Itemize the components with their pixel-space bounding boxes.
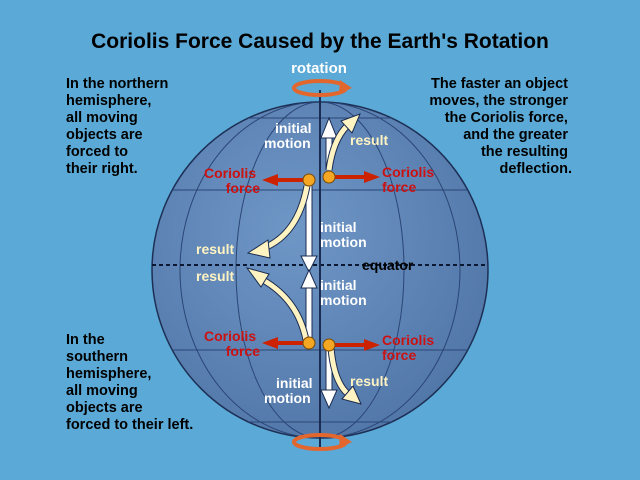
page-title: Coriolis Force Caused by the Earth's Rot… xyxy=(91,30,549,53)
north-left-result-arrow xyxy=(246,185,311,259)
rotation-arrow-bottom-icon xyxy=(292,433,352,451)
south-left-result-arrow xyxy=(245,267,310,341)
equator-label: equator xyxy=(362,257,414,273)
southern-hemisphere-note: In the southern hemisphere, all moving o… xyxy=(66,332,193,433)
south-right-result-label: result xyxy=(350,373,388,389)
south-right-motion-label: initial motion xyxy=(264,375,316,406)
north-right-result-arrow xyxy=(325,113,361,171)
object-dot-south-right xyxy=(322,338,336,352)
rotation-arrow-top-icon xyxy=(292,79,352,97)
north-right-result-label: result xyxy=(350,132,388,148)
object-dot-north-left xyxy=(302,173,316,187)
north-right-motion-label: initial motion xyxy=(264,120,315,151)
rotation-label: rotation xyxy=(291,60,347,77)
south-left-motion-arrow xyxy=(300,268,318,343)
north-left-motion-arrow xyxy=(300,186,318,274)
south-left-result-label: result xyxy=(196,268,234,284)
south-left-coriolis-label: Coriolis force xyxy=(204,328,260,359)
north-left-result-label: result xyxy=(196,241,234,257)
south-right-coriolis-label: Coriolis force xyxy=(382,332,438,363)
south-right-result-arrow xyxy=(327,347,362,405)
deflection-speed-note: The faster an object moves, the stronger… xyxy=(429,76,572,177)
south-left-motion-label: initial motion xyxy=(320,277,367,308)
north-left-coriolis-label: Coriolis force xyxy=(204,165,260,196)
northern-hemisphere-note: In the northern hemisphere, all moving o… xyxy=(66,76,172,177)
object-dot-south-left xyxy=(302,336,316,350)
north-right-coriolis-label: Coriolis force xyxy=(382,164,438,195)
object-dot-north-right xyxy=(322,170,336,184)
north-left-motion-label: initial motion xyxy=(320,219,367,250)
